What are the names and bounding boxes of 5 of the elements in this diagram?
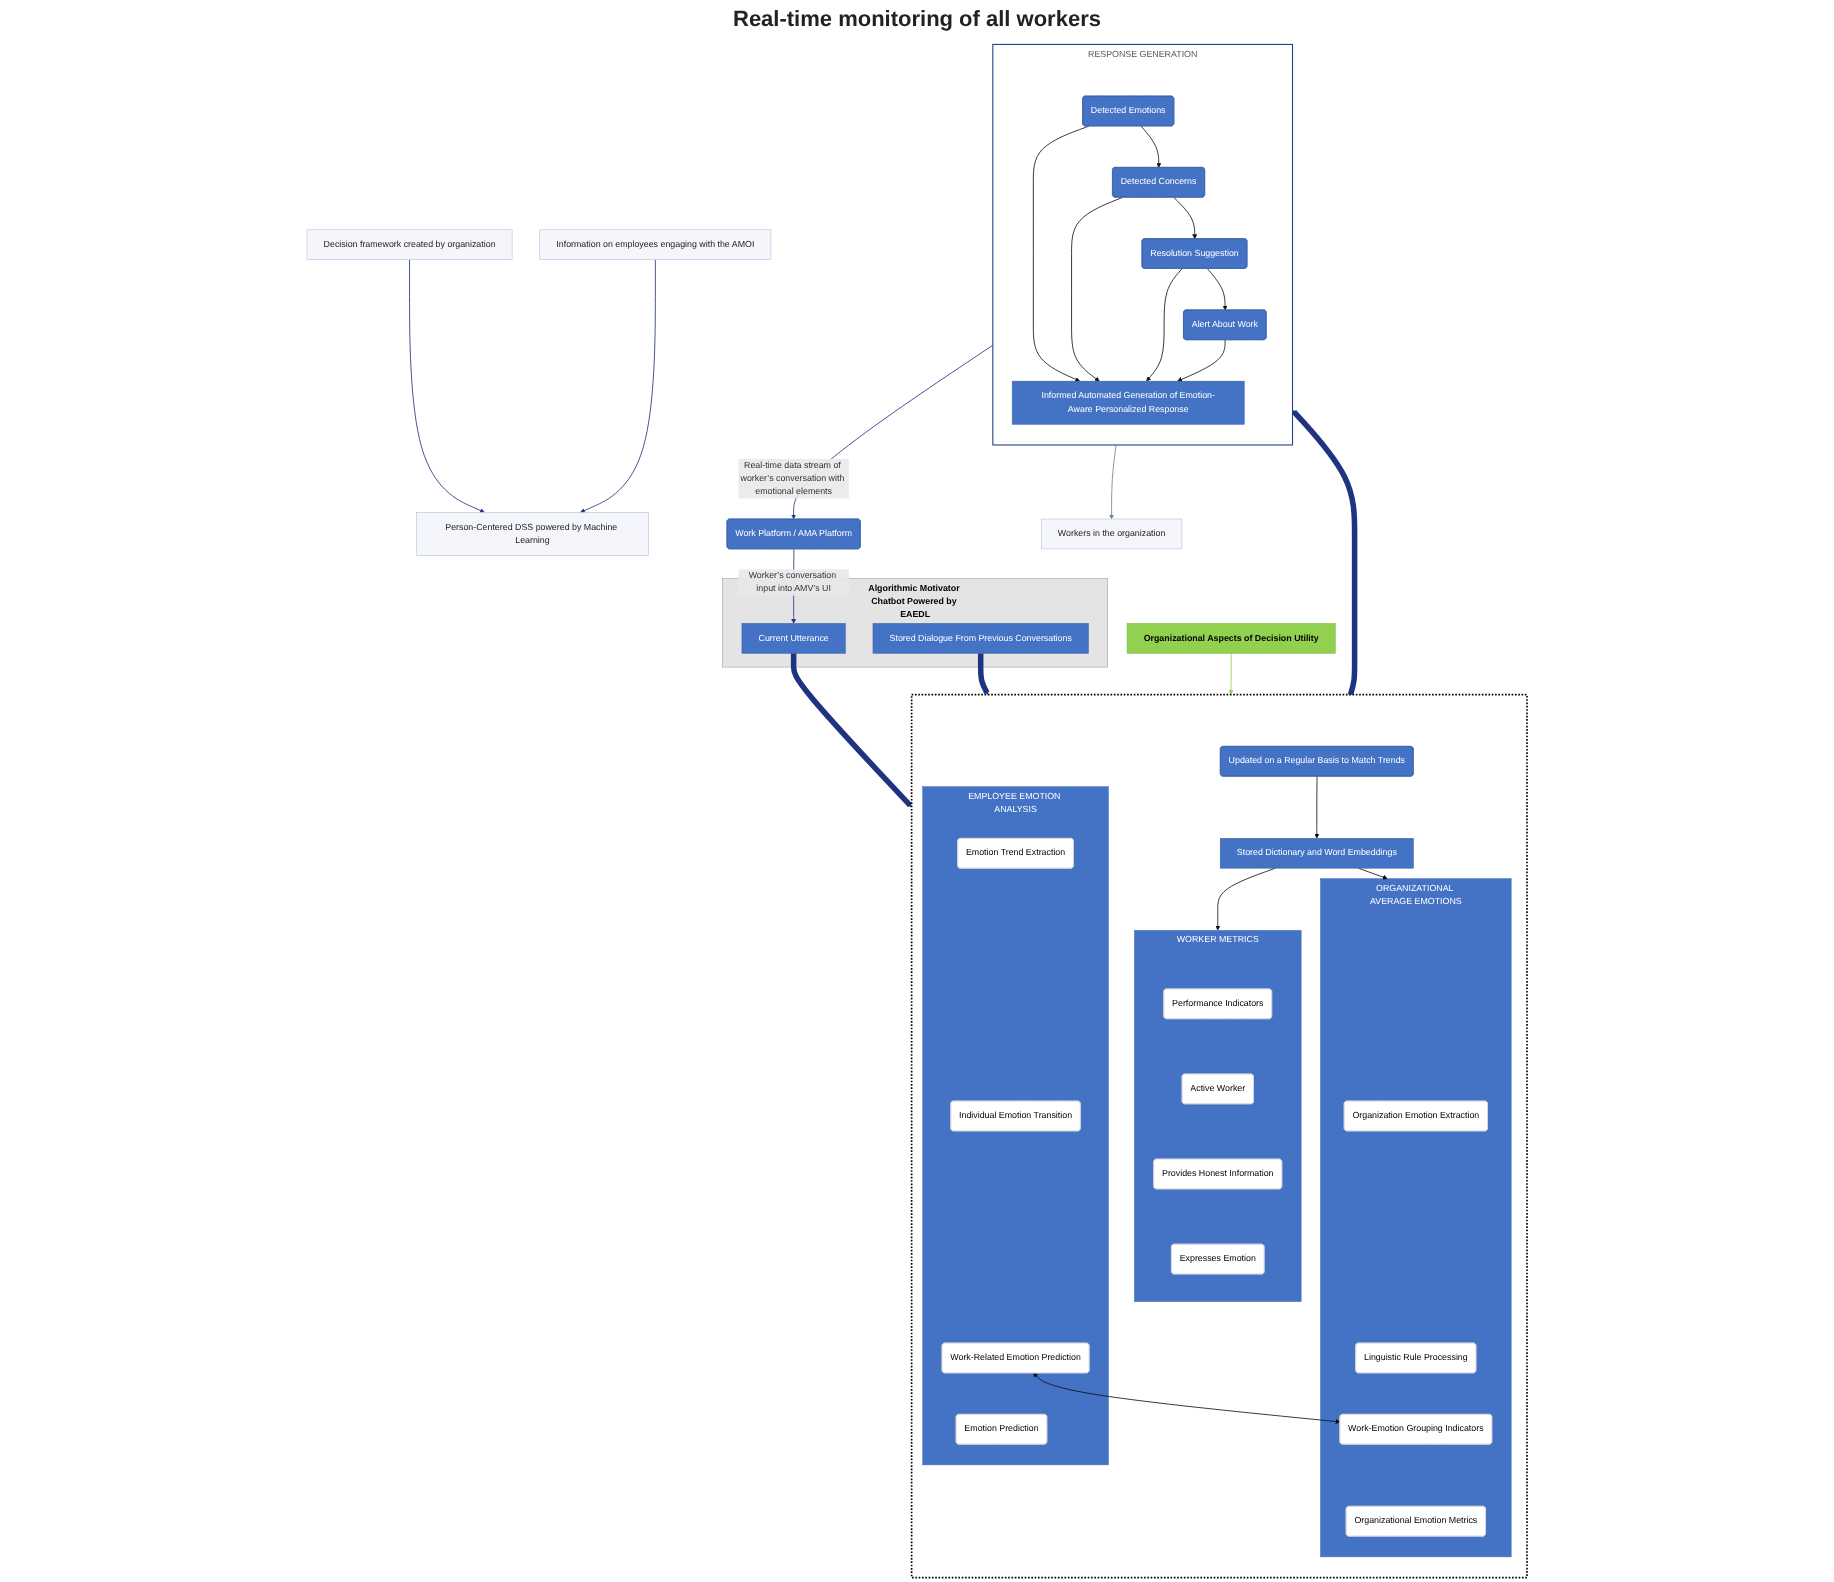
side-note: Real-time monitoring of all workers: [733, 8, 1101, 32]
arrow: [977, 652, 990, 695]
cluster: [910, 693, 1528, 1579]
arrow: [790, 652, 913, 808]
arrow: [1291, 409, 1358, 696]
